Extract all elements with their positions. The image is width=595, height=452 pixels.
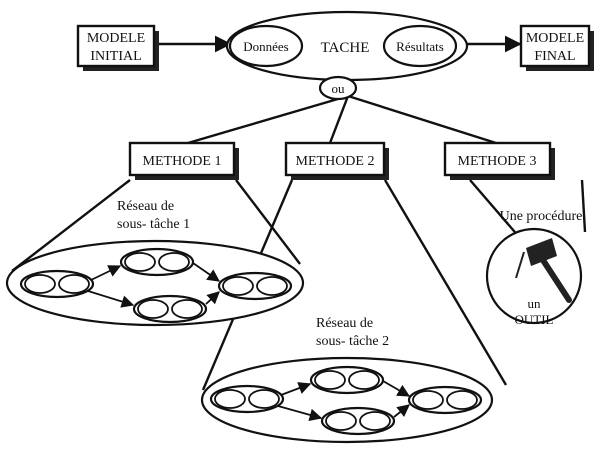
cone-1-left — [11, 179, 131, 272]
task-inputs-ellipse — [228, 24, 304, 68]
network-1-label-line-1: Réseau de — [117, 199, 174, 214]
task-outputs-ellipse — [382, 24, 458, 68]
network-2-node-d — [407, 385, 483, 415]
procedure-label: Une procédure — [500, 209, 583, 224]
network-1-node-c — [132, 294, 208, 324]
subtask-network-1 — [5, 239, 305, 327]
network-1-arrow-c-d — [205, 291, 220, 305]
subtask-network-2 — [200, 356, 494, 444]
network-1-arrow-a-c — [87, 290, 135, 308]
network-1-node-d — [217, 271, 293, 301]
or-node: ou — [318, 75, 358, 101]
task-outputs-label: Résultats — [396, 39, 444, 54]
method-3-label: METHODE 3 — [458, 154, 537, 169]
network-1-arrow-b-d — [192, 262, 221, 282]
network-2-arrow-a-b — [280, 382, 312, 396]
network-2-arrow-b-d — [382, 380, 411, 397]
link-to-method-1 — [187, 94, 349, 145]
cone-2-right — [383, 179, 508, 386]
final-model-box: MODELE FINAL — [519, 24, 594, 71]
network-1-node-b — [119, 247, 195, 277]
task-inputs-label: Données — [243, 39, 289, 54]
method-2-box: METHODE 2 — [284, 141, 389, 180]
network-2-label-line-1: Réseau de — [316, 316, 373, 331]
initial-model-box: MODELE INITIAL — [76, 24, 159, 71]
tool-circle: un OUTIL — [485, 227, 583, 327]
cone-1-right — [235, 179, 301, 265]
tool-label-line-2: OUTIL — [515, 312, 554, 327]
task-title: TACHE — [321, 40, 370, 56]
initial-model-line-2: INITIAL — [90, 49, 141, 64]
method-1-box: METHODE 1 — [128, 141, 239, 180]
tool-label-line-1: un — [528, 296, 542, 311]
cone-3-left — [469, 179, 521, 239]
network-2-node-c — [320, 406, 396, 436]
network-1-arrow-a-b — [90, 265, 122, 281]
method-1-label: METHODE 1 — [143, 154, 222, 169]
network-1-node-a — [19, 269, 95, 299]
network-2-arrow-c-d — [393, 404, 410, 418]
initial-model-line-1: MODELE — [87, 31, 145, 46]
or-label: ou — [332, 81, 346, 96]
method-3-box: METHODE 3 — [443, 141, 555, 180]
method-2-label: METHODE 2 — [296, 154, 375, 169]
network-2-label-line-2: sous- tâche 2 — [316, 334, 389, 349]
network-2-node-a — [209, 384, 285, 414]
cone-3-right — [580, 179, 587, 233]
link-to-method-2 — [328, 95, 350, 144]
link-to-method-3 — [347, 94, 497, 145]
network-2-node-b — [309, 365, 385, 395]
final-model-line-2: FINAL — [534, 49, 575, 64]
network-2-arrow-a-c — [277, 405, 323, 422]
network-1-label-line-2: sous- tâche 1 — [117, 217, 190, 232]
final-model-line-1: MODELE — [526, 31, 584, 46]
hammer-icon — [515, 238, 572, 303]
task-ellipse: Données TACHE Résultats — [225, 10, 469, 82]
